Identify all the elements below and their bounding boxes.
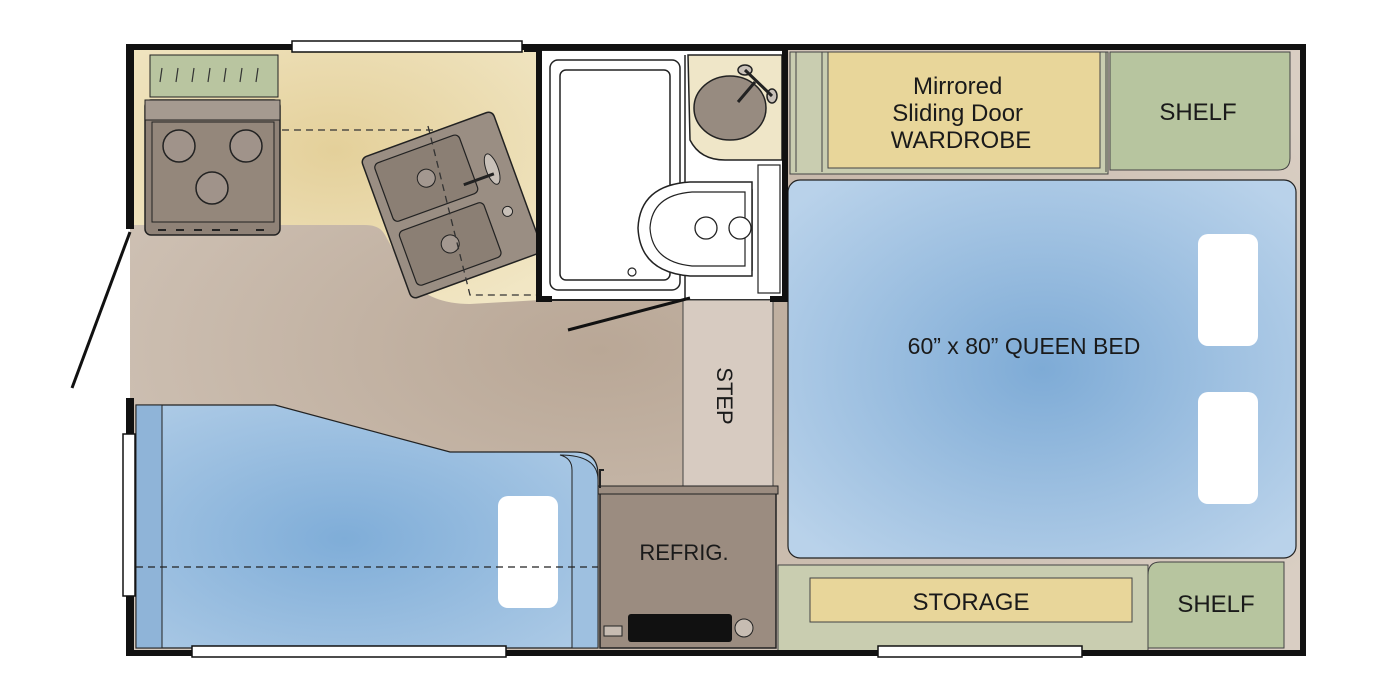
fridge-vent xyxy=(628,614,732,642)
kitchen-sink xyxy=(361,111,543,299)
bath-faucet xyxy=(736,64,778,104)
window-bottom-right xyxy=(877,645,1083,658)
pillow xyxy=(1198,392,1258,504)
bath-sink xyxy=(693,75,767,141)
interior-walls xyxy=(524,44,788,302)
toilet xyxy=(637,164,781,294)
queen-bed xyxy=(787,179,1297,559)
dinette-backrest xyxy=(135,404,163,649)
entry-step xyxy=(682,299,774,491)
stove xyxy=(144,99,281,236)
bathroom-door xyxy=(567,296,691,332)
window-left xyxy=(122,433,136,597)
wardrobe-door xyxy=(827,51,1101,169)
burner xyxy=(195,171,229,205)
vent-slats xyxy=(159,67,259,83)
wardrobe-label: Mirrored Sliding Door WARDROBE xyxy=(891,73,1031,154)
window-bottom-left xyxy=(191,645,507,658)
entry-door xyxy=(70,231,132,389)
burner xyxy=(162,129,196,163)
window-top xyxy=(291,40,523,53)
bed-label: 60” x 80” QUEEN BED xyxy=(908,333,1141,359)
shelf-top xyxy=(1109,51,1291,171)
shower-drain xyxy=(627,267,637,277)
dinette-armrest xyxy=(559,454,599,649)
storage-label: STORAGE xyxy=(913,589,1030,616)
windows xyxy=(122,40,1083,658)
shelf-top-label: SHELF xyxy=(1159,99,1236,126)
burner xyxy=(229,129,263,163)
pillow xyxy=(1198,234,1258,346)
dinette-cushion xyxy=(498,496,558,608)
shelf-bottom-label: SHELF xyxy=(1177,591,1254,618)
shelf-bottom xyxy=(1147,561,1285,649)
storage-door xyxy=(809,577,1133,623)
step-label: STEP xyxy=(712,367,737,424)
fridge-label: REFRIG. xyxy=(639,540,728,565)
sink-cabinet-dashed xyxy=(427,125,540,296)
range-vent xyxy=(149,54,279,98)
